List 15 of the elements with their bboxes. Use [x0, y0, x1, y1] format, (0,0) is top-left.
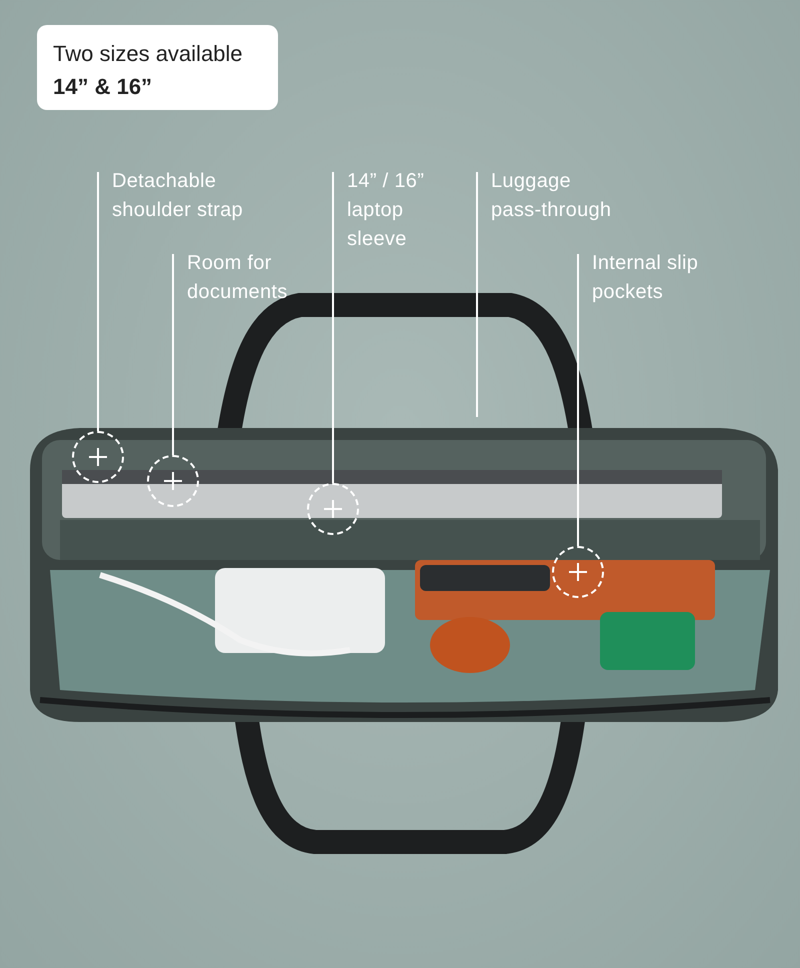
callout-label: Internal slip pockets — [578, 249, 752, 307]
card-heading: Two sizes available — [53, 40, 244, 68]
leader-line — [577, 254, 579, 546]
target-marker — [552, 546, 604, 598]
target-marker — [147, 455, 199, 507]
leader-line — [97, 172, 99, 431]
callout-label: Luggage pass-through — [477, 167, 627, 225]
leader-line — [172, 254, 174, 455]
target-marker — [307, 483, 359, 535]
callout-label: Detachable shoulder strap — [98, 167, 276, 225]
info-card — [37, 25, 278, 110]
leader-line — [476, 172, 478, 417]
target-marker — [72, 431, 124, 483]
size-values: 14” & 16” — [53, 73, 154, 101]
leader-line — [332, 172, 334, 483]
